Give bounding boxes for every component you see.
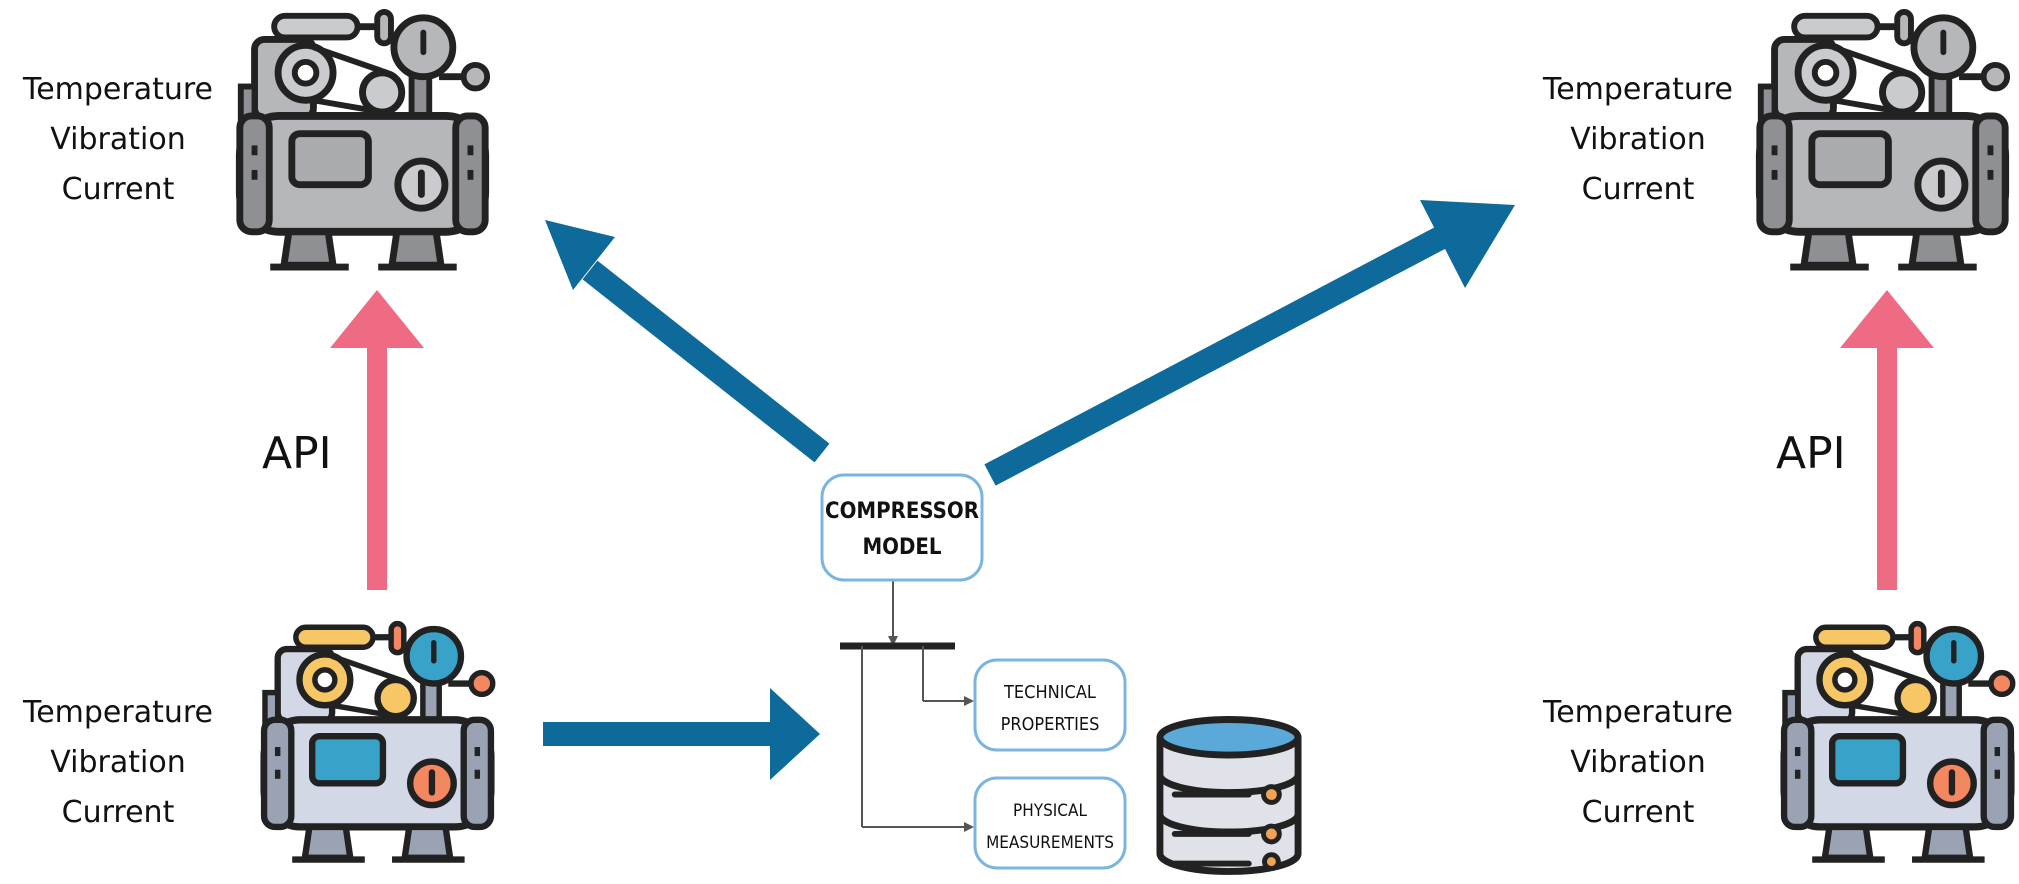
compressor-icon [264, 624, 493, 860]
sensor-line: Current [61, 795, 175, 830]
api-arrow-right [1840, 290, 1934, 590]
box-line: MEASUREMENTS [986, 833, 1114, 853]
compressor-model-box: COMPRESSOR MODEL [820, 473, 984, 582]
sensor-line: Vibration [50, 122, 186, 157]
sensor-line: Vibration [1570, 745, 1706, 780]
sensor-label-bottom-left: Temperature Vibration Current [3, 688, 233, 838]
blue-arrow-up-right [984, 200, 1515, 486]
sensor-line: Current [1581, 172, 1695, 207]
box-line: COMPRESSOR [825, 499, 979, 524]
box-line: PHYSICAL [1013, 801, 1087, 821]
box-line: TECHNICAL [1003, 682, 1096, 703]
blue-arrow-up-left [545, 220, 830, 463]
box-line: MODEL [862, 535, 941, 560]
sensor-line: Temperature [1542, 72, 1734, 107]
api-arrow-left [330, 290, 424, 590]
sensor-label-bottom-right: Temperature Vibration Current [1523, 688, 1753, 838]
compressor-icon [240, 12, 487, 267]
compressor-icon [1784, 624, 2013, 860]
api-label-right: API [1776, 428, 1846, 479]
sensor-line: Temperature [1542, 695, 1734, 730]
physical-measurements-box: PHYSICAL MEASUREMENTS [973, 776, 1127, 870]
sensor-line: Vibration [1570, 122, 1706, 157]
sensor-label-top-right: Temperature Vibration Current [1523, 65, 1753, 215]
box-line: PROPERTIES [1001, 714, 1100, 735]
sensor-line: Vibration [50, 745, 186, 780]
compressor-icon [1760, 12, 2007, 267]
sensor-line: Temperature [22, 695, 214, 730]
database-icon [1160, 720, 1298, 872]
sensor-line: Current [61, 172, 175, 207]
sensor-line: Current [1581, 795, 1695, 830]
sensor-line: Temperature [22, 72, 214, 107]
connector-lines [840, 578, 974, 832]
technical-properties-box: TECHNICAL PROPERTIES [973, 658, 1127, 752]
sensor-label-top-left: Temperature Vibration Current [3, 65, 233, 215]
blue-arrow-right [543, 688, 820, 780]
api-label-left: API [262, 428, 332, 479]
